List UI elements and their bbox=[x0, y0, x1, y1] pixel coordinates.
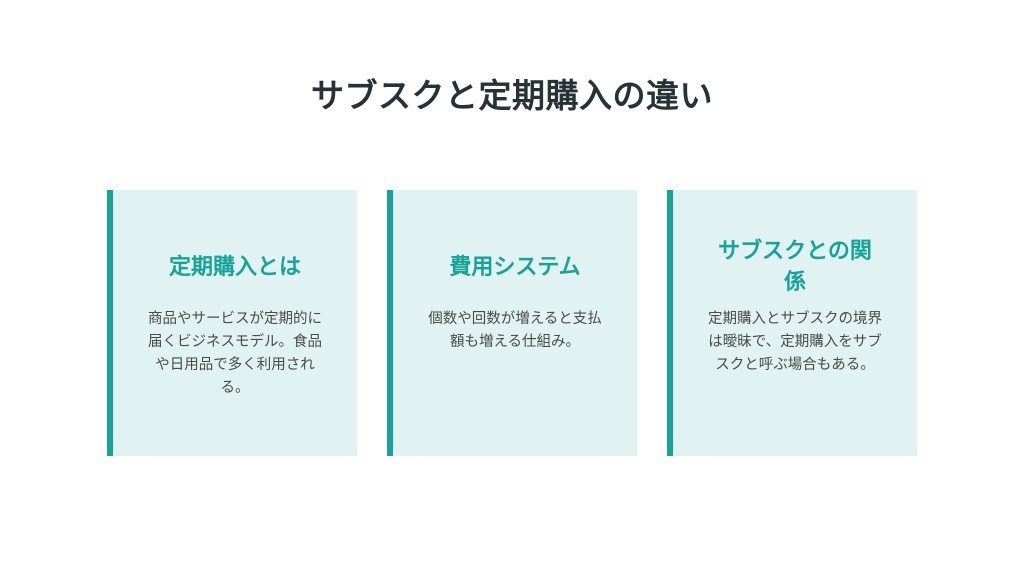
card-row: 定期購入とは 商品やサービスが定期的に届くビジネスモデル。食品や日用品で多く利用… bbox=[107, 190, 917, 456]
card-description: 定期購入とサブスクの境界は曖昧で、定期購入をサブスクと呼ぶ場合もある。 bbox=[708, 311, 882, 373]
card-title-wrap: 費用システム bbox=[430, 236, 600, 298]
card-description: 個数や回数が増えると支払額も増える仕組み。 bbox=[428, 311, 602, 350]
card-definition: 定期購入とは 商品やサービスが定期的に届くビジネスモデル。食品や日用品で多く利用… bbox=[107, 190, 357, 456]
card-title: 費用システム bbox=[449, 254, 581, 280]
page-title: サブスクと定期購入の違い bbox=[311, 76, 713, 115]
card-title: サブスクとの関係 bbox=[718, 239, 872, 295]
card-title: 定期購入とは bbox=[168, 254, 301, 280]
card-title-wrap: 定期購入とは bbox=[150, 236, 320, 298]
card-cost-system: 費用システム 個数や回数が増えると支払額も増える仕組み。 bbox=[387, 190, 637, 456]
card-title-wrap: サブスクとの関係 bbox=[710, 236, 880, 298]
card-description: 商品やサービスが定期的に届くビジネスモデル。食品や日用品で多く利用される。 bbox=[148, 311, 322, 396]
card-relationship: サブスクとの関係 定期購入とサブスクの境界は曖昧で、定期購入をサブスクと呼ぶ場合… bbox=[667, 190, 917, 456]
